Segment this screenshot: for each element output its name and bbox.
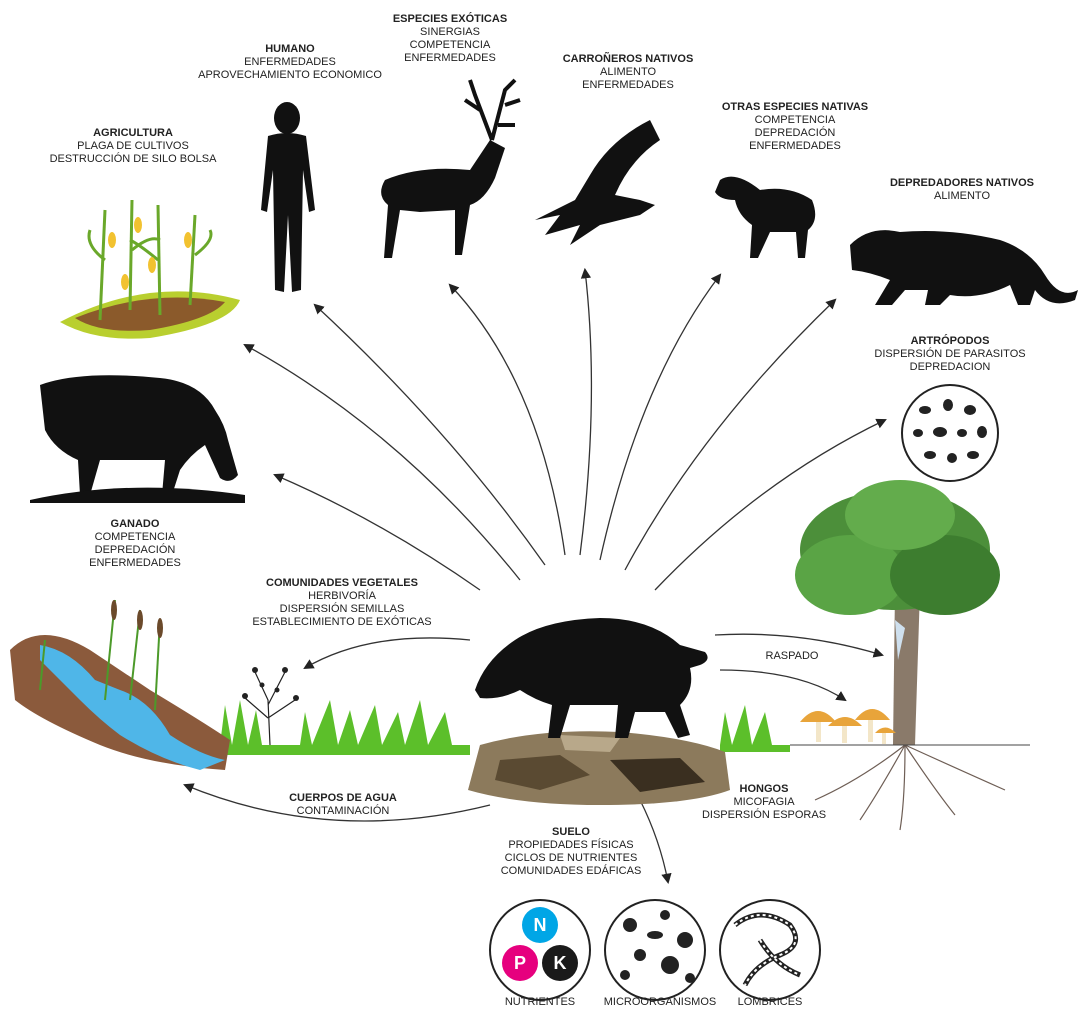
human-silhouette xyxy=(261,102,315,292)
label-vegetales-line: HERBIVORÍA xyxy=(252,590,431,603)
small-native-animal-silhouette xyxy=(715,177,815,258)
label-suelo-line: CICLOS DE NUTRIENTES xyxy=(501,852,642,865)
label-suelo-title: SUELO xyxy=(501,826,642,839)
label-otras-line: DEPREDACIÓN xyxy=(722,127,868,140)
arrow-to-vegetales xyxy=(305,638,470,668)
label-hongos: HONGOS MICOFAGIA DISPERSIÓN ESPORAS xyxy=(702,783,826,822)
mushrooms-illustration xyxy=(800,709,896,744)
tree-illustration xyxy=(790,480,1030,830)
label-agricultura-line: PLAGA DE CULTIVOS xyxy=(50,140,217,153)
label-ganado: GANADO COMPETENCIA DEPREDACIÓN ENFERMEDA… xyxy=(89,518,181,570)
label-artropodos-line: DISPERSIÓN DE PARASITOS xyxy=(874,348,1025,361)
label-agua-line: CONTAMINACIÓN xyxy=(289,805,397,818)
label-agua-title: CUERPOS DE AGUA xyxy=(289,792,397,805)
label-agricultura: AGRICULTURA PLAGA DE CULTIVOS DESTRUCCIÓ… xyxy=(50,127,217,166)
label-vegetales: COMUNIDADES VEGETALES HERBIVORÍA DISPERS… xyxy=(252,577,431,629)
stream-illustration xyxy=(10,600,230,770)
puma-silhouette xyxy=(850,230,1078,305)
label-otras-line: COMPETENCIA xyxy=(722,114,868,127)
label-artropodos: ARTRÓPODOS DISPERSIÓN DE PARASITOS DEPRE… xyxy=(874,335,1025,374)
label-carroneros: CARROÑEROS NATIVOS ALIMENTO ENFERMEDADES xyxy=(563,53,694,92)
label-humano-line: APROVECHAMIENTO ECONOMICO xyxy=(198,69,382,82)
arrow-to-ganado xyxy=(275,475,480,590)
arrow-to-agricultura xyxy=(245,345,520,580)
label-carroneros-line: ALIMENTO xyxy=(563,66,694,79)
npk-p-letter: P xyxy=(514,953,526,973)
caption-nutrientes: NUTRIENTES xyxy=(505,996,575,1008)
label-hongos-line: DISPERSIÓN ESPORAS xyxy=(702,809,826,822)
label-carroneros-line: ENFERMEDADES xyxy=(563,79,694,92)
label-vegetales-line: DISPERSIÓN SEMILLAS xyxy=(252,603,431,616)
arthropods-icon xyxy=(902,385,998,481)
label-humano-title: HUMANO xyxy=(198,43,382,56)
label-suelo-line: PROPIEDADES FÍSICAS xyxy=(501,839,642,852)
condor-silhouette xyxy=(535,120,660,245)
label-otras: OTRAS ESPECIES NATIVAS COMPETENCIA DEPRE… xyxy=(722,101,868,153)
shrub-illustration xyxy=(242,667,299,745)
label-hongos-title: HONGOS xyxy=(702,783,826,796)
label-otras-line: ENFERMEDADES xyxy=(722,140,868,153)
label-carroneros-title: CARROÑEROS NATIVOS xyxy=(563,53,694,66)
label-ganado-line: ENFERMEDADES xyxy=(89,557,181,570)
label-agricultura-line: DESTRUCCIÓN DE SILO BOLSA xyxy=(50,153,217,166)
label-humano: HUMANO ENFERMEDADES APROVECHAMIENTO ECON… xyxy=(198,43,382,82)
label-agricultura-title: AGRICULTURA xyxy=(50,127,217,140)
arrow-to-humano xyxy=(315,305,545,565)
label-exoticas-line: SINERGIAS xyxy=(393,26,507,39)
label-exoticas: ESPECIES EXÓTICAS SINERGIAS COMPETENCIA … xyxy=(393,13,507,65)
label-otras-title: OTRAS ESPECIES NATIVAS xyxy=(722,101,868,114)
soil-patch xyxy=(468,731,730,805)
label-artropodos-title: ARTRÓPODOS xyxy=(874,335,1025,348)
label-hongos-line: MICOFAGIA xyxy=(702,796,826,809)
arrow-to-suelo xyxy=(640,800,668,882)
label-ganado-title: GANADO xyxy=(89,518,181,531)
label-depredadores-title: DEPREDADORES NATIVOS xyxy=(890,177,1034,190)
label-ganado-line: COMPETENCIA xyxy=(89,531,181,544)
label-humano-line: ENFERMEDADES xyxy=(198,56,382,69)
arrow-to-carroneros xyxy=(580,270,591,555)
label-exoticas-line: COMPETENCIA xyxy=(393,39,507,52)
arrow-to-otras xyxy=(600,275,720,560)
label-exoticas-line: ENFERMEDADES xyxy=(393,52,507,65)
arrow-to-depredadores xyxy=(625,300,835,570)
caption-lombrices: LOMBRICES xyxy=(738,996,803,1008)
label-depredadores-line: ALIMENTO xyxy=(890,190,1034,203)
cow-silhouette xyxy=(30,375,245,503)
label-artropodos-line: DEPREDACION xyxy=(874,361,1025,374)
label-agua: CUERPOS DE AGUA CONTAMINACIÓN xyxy=(289,792,397,818)
arrow-to-hongos xyxy=(720,670,845,700)
label-vegetales-line: ESTABLECIMIENTO DE EXÓTICAS xyxy=(252,616,431,629)
npk-n-letter: N xyxy=(534,915,547,935)
wild-boar-silhouette xyxy=(475,618,708,738)
label-vegetales-title: COMUNIDADES VEGETALES xyxy=(252,577,431,590)
npk-k-letter: K xyxy=(554,953,567,973)
label-ganado-line: DEPREDACIÓN xyxy=(89,544,181,557)
label-exoticas-title: ESPECIES EXÓTICAS xyxy=(393,13,507,26)
label-raspado: RASPADO xyxy=(766,650,819,662)
deer-silhouette xyxy=(381,80,520,258)
label-suelo-line: COMUNIDADES EDÁFICAS xyxy=(501,865,642,878)
label-depredadores: DEPREDADORES NATIVOS ALIMENTO xyxy=(890,177,1034,203)
earthworms-circle xyxy=(720,900,820,1000)
caption-microorganismos: MICROORGANISMOS xyxy=(604,996,716,1008)
label-suelo: SUELO PROPIEDADES FÍSICAS CICLOS DE NUTR… xyxy=(501,826,642,878)
crop-field-illustration xyxy=(60,200,240,339)
microorganisms-circle xyxy=(605,900,705,1000)
